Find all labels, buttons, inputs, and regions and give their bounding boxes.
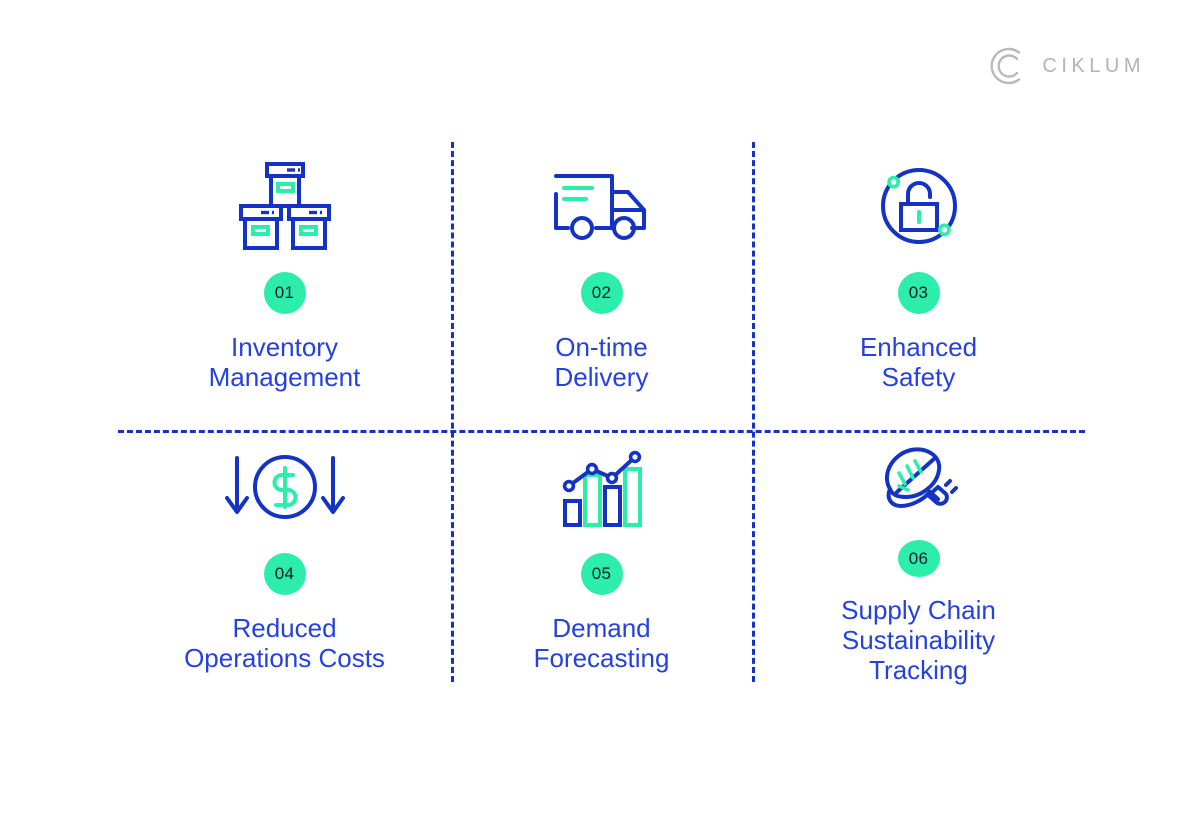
benefit-cell-on-time-delivery: 02 On-time Delivery — [451, 140, 752, 431]
benefits-grid: 01 Inventory Management 02 On- — [118, 140, 1085, 685]
benefit-number-badge: 04 — [263, 553, 306, 595]
divider-vertical-left — [451, 142, 454, 682]
brand-logo: CIKLUM — [986, 45, 1145, 87]
stacked-boxes-icon — [237, 154, 333, 258]
divider-vertical-right — [752, 142, 755, 682]
benefit-label: Supply Chain Sustainability Tracking — [841, 595, 996, 685]
leaf-power-plug-icon — [877, 437, 961, 524]
benefit-label: Demand Forecasting — [533, 613, 670, 673]
benefit-label: Enhanced Safety — [859, 332, 978, 392]
benefit-number-badge: 06 — [897, 540, 940, 577]
benefit-cell-inventory-management: 01 Inventory Management — [118, 140, 451, 431]
benefit-number-badge: 02 — [580, 272, 623, 314]
dollar-circle-down-arrows-icon — [224, 437, 345, 537]
benefit-label: Inventory Management — [208, 332, 361, 392]
benefit-number-badge: 03 — [897, 272, 940, 314]
divider-horizontal — [118, 430, 1085, 433]
benefit-cell-enhanced-safety: 03 Enhanced Safety — [752, 140, 1085, 431]
benefit-label: Reduced Operations Costs — [184, 613, 385, 673]
ciklum-c-arcs-logo-icon — [990, 47, 1021, 85]
benefit-number-badge: 05 — [580, 553, 623, 595]
benefit-number-badge: 01 — [263, 272, 306, 314]
benefit-label: On-time Delivery — [554, 332, 649, 392]
padlock-in-circle-icon — [875, 154, 963, 258]
benefit-cell-supply-chain-sustainability-tracking: 06 Supply Chain Sustainability Tracking — [752, 431, 1085, 685]
bar-chart-trend-line-icon — [559, 437, 645, 537]
benefit-cell-demand-forecasting: 05 Demand Forecasting — [451, 431, 752, 685]
brand-name: CIKLUM — [1042, 54, 1145, 77]
delivery-truck-icon — [552, 154, 652, 258]
benefit-cell-reduced-operations-costs: 04 Reduced Operations Costs — [118, 431, 451, 685]
